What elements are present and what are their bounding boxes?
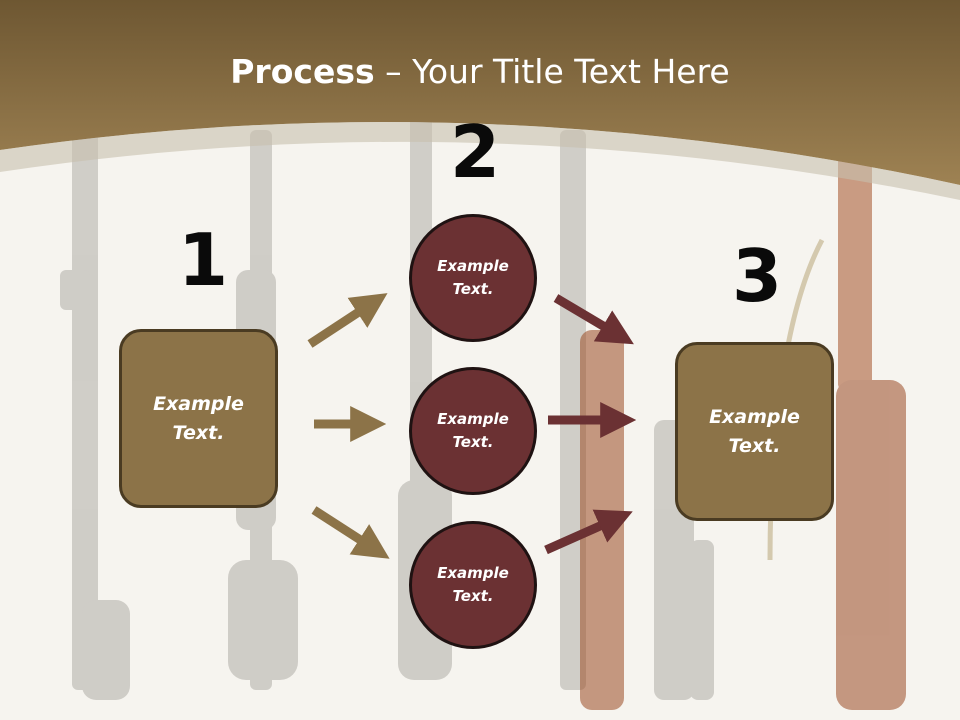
step-number-3: 3 xyxy=(732,234,783,318)
circle-3-line2: Text. xyxy=(452,587,494,605)
circle-2-line1: Example xyxy=(437,410,509,428)
page-title: Process – Your Title Text Here xyxy=(0,52,960,91)
header-swoosh xyxy=(0,122,960,200)
arrow-1-to-circle-1 xyxy=(307,293,388,348)
arrow-circle-3-to-3 xyxy=(544,509,633,555)
circle-1-line2: Text. xyxy=(452,280,494,298)
step-number-2: 2 xyxy=(450,110,501,194)
step-1-text-line1: Example xyxy=(153,392,244,415)
step-1-text-line2: Text. xyxy=(172,421,225,444)
title-bold: Process xyxy=(230,52,375,91)
step-3-text-line2: Text. xyxy=(728,434,781,457)
title-rest: – Your Title Text Here xyxy=(374,52,730,91)
step-3-text-line1: Example xyxy=(709,405,800,428)
step-number-1: 1 xyxy=(178,218,229,302)
circle-3-line1: Example xyxy=(437,564,509,582)
circle-1-line1: Example xyxy=(437,257,509,275)
circle-2-line2: Text. xyxy=(452,433,494,451)
arrow-circle-1-to-3 xyxy=(553,294,634,345)
header-band xyxy=(0,0,960,185)
arrow-1-to-circle-3 xyxy=(311,506,390,559)
